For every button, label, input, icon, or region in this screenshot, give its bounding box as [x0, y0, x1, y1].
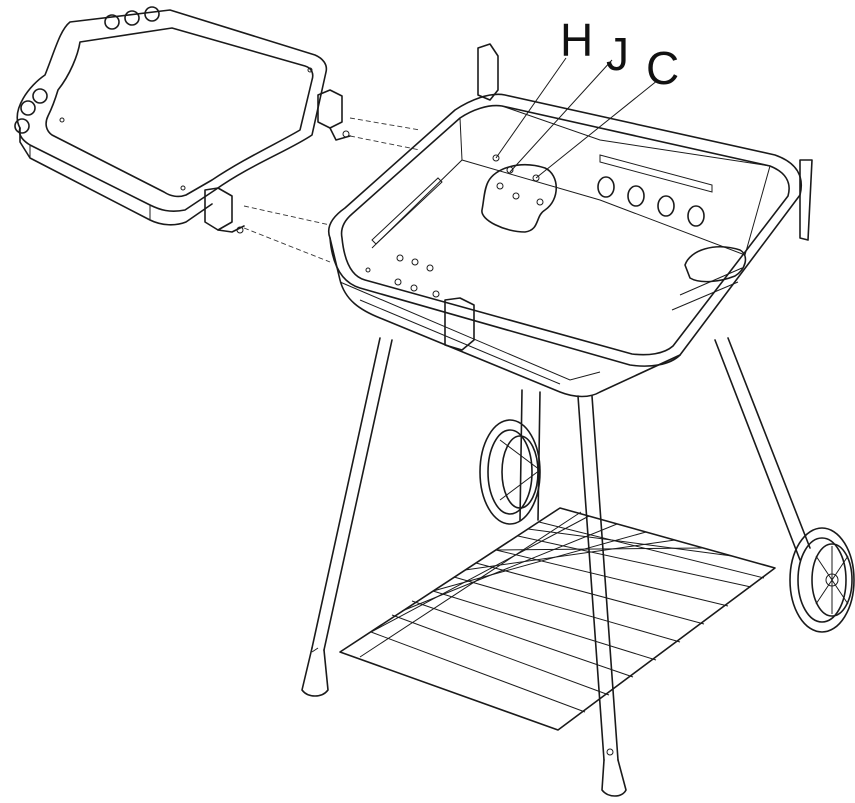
callout-leaders	[495, 57, 659, 179]
bottom-shelf	[339, 507, 776, 731]
callout-h: H	[560, 14, 593, 66]
wheels	[479, 419, 855, 633]
callout-c: C	[646, 42, 679, 94]
grill-bowl	[327, 43, 813, 398]
side-table	[14, 6, 351, 234]
callout-j: J	[606, 28, 629, 80]
assembly-guide-lines	[243, 117, 421, 263]
grill-legs	[301, 337, 811, 797]
